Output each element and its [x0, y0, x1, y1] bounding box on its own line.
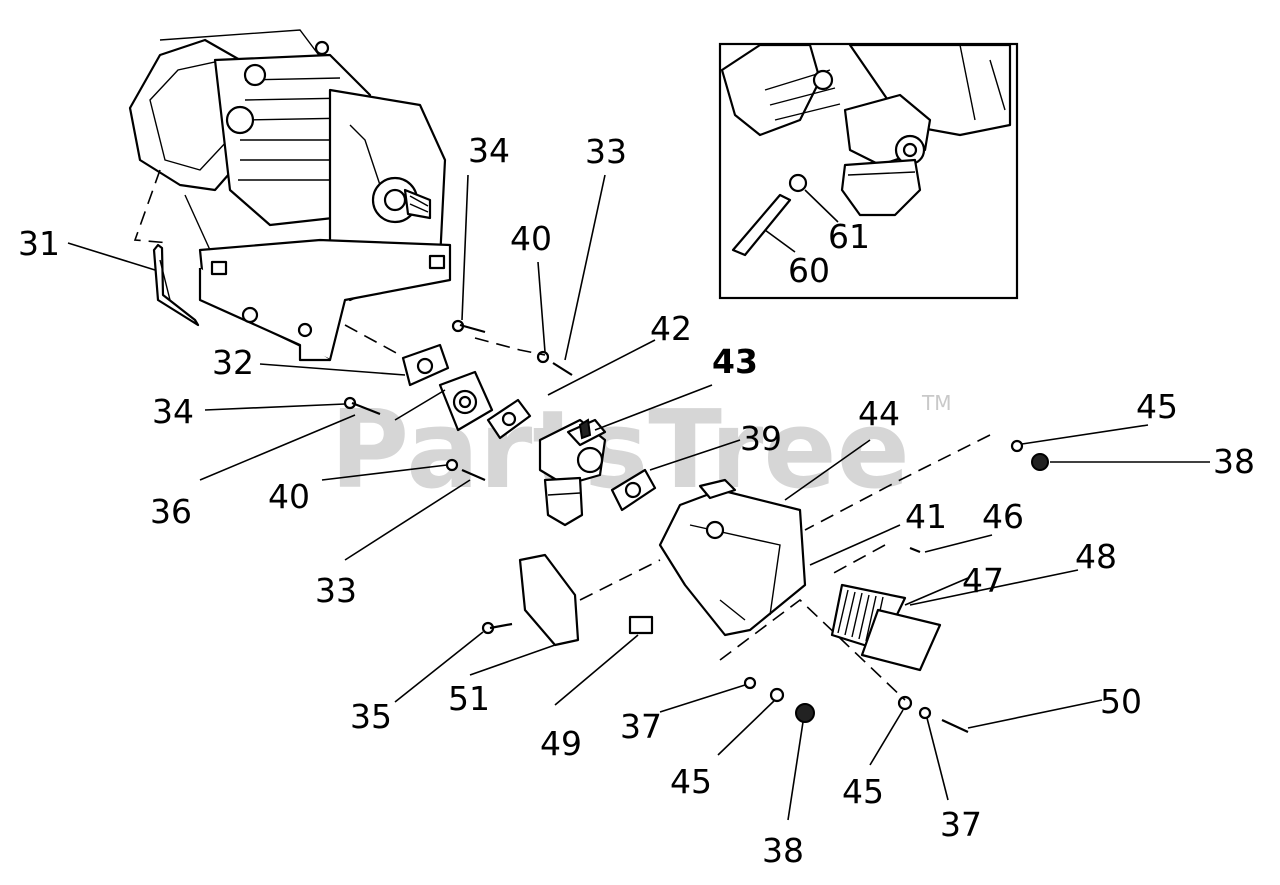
callout-36: 36 [150, 492, 192, 531]
leader-lines [67, 174, 1210, 821]
part-49 [628, 615, 654, 635]
callout-48: 48 [1075, 537, 1117, 576]
callout-33-top: 33 [585, 132, 627, 171]
callout-46: 46 [982, 497, 1024, 536]
callout-42: 42 [650, 309, 692, 348]
callout-40-mid: 40 [268, 477, 310, 516]
part-48-cover [860, 608, 942, 672]
callout-47: 47 [962, 561, 1004, 600]
callout-50: 50 [1100, 682, 1142, 721]
callout-38-bottom: 38 [762, 831, 804, 870]
callout-45-top: 45 [1136, 387, 1178, 426]
callout-38-top: 38 [1213, 442, 1255, 481]
engine-block [128, 29, 452, 362]
inset-detail [718, 42, 1019, 300]
callout-labels: 31 32 34 34 33 40 42 43 36 40 33 39 44 4… [18, 131, 1255, 870]
callout-34-top: 34 [468, 131, 510, 170]
callout-45-bottom-right: 45 [842, 772, 884, 811]
callout-31: 31 [18, 224, 60, 263]
callout-35: 35 [350, 697, 392, 736]
callout-34-left: 34 [152, 392, 194, 431]
part-31-breather-tube [133, 169, 200, 327]
callout-39: 39 [740, 419, 782, 458]
callout-44: 44 [858, 394, 900, 433]
callout-33-bottom: 33 [315, 571, 357, 610]
callout-32: 32 [212, 343, 254, 382]
callout-40-top: 40 [510, 219, 552, 258]
callout-51: 51 [448, 679, 490, 718]
callout-45-bottom-left: 45 [670, 762, 712, 801]
callout-37-right: 37 [940, 805, 982, 844]
callout-41: 41 [905, 497, 947, 536]
callout-43: 43 [712, 342, 758, 381]
callout-49: 49 [540, 724, 582, 763]
fasteners [343, 319, 1049, 733]
part-44-air-cleaner-base [658, 478, 807, 637]
part-51-bracket [518, 553, 580, 647]
watermark-trademark: TM [921, 391, 951, 415]
part-43-carburetor [538, 418, 607, 527]
callout-60: 60 [788, 251, 830, 290]
callout-37-left: 37 [620, 707, 662, 746]
callout-61: 61 [828, 217, 870, 256]
